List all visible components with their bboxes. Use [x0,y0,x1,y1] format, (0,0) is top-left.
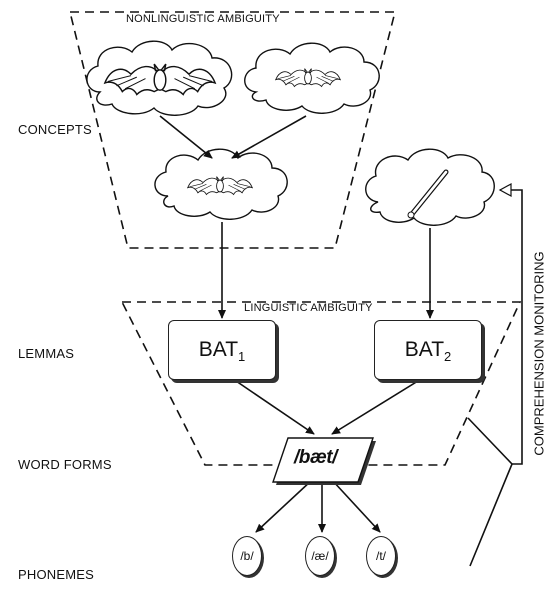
linguistic-ambiguity-region [120,301,522,466]
nonlinguistic-ambiguity-region [68,11,397,249]
arrow-lemma2-to-wordform [331,380,419,435]
phoneme-t-label: /t/ [375,549,386,563]
phoneme-b-label: /b/ [240,549,254,563]
concept-cloud-baseball-bat [365,148,495,226]
word-form-shape [272,437,374,483]
phoneme-b: /b/ [232,536,262,576]
comprehension-monitoring-label: COMPREHENSION MONITORING [531,251,547,456]
phoneme-ae-label: /æ/ [311,549,329,563]
arrow-lemma1-to-wordform [235,380,315,435]
lemma-1-index: 1 [238,348,246,364]
lemma-2-base: BAT [404,338,445,361]
concept-cloud-bat-large [86,40,233,116]
arrow-cloud1-to-cloud3 [159,115,213,159]
level-label-concepts: CONCEPTS [18,122,92,137]
arrow-wordform-to-b [255,479,313,533]
linguistic-ambiguity-label: LINGUISTIC AMBIGUITY [244,302,373,314]
level-label-word-forms: WORD FORMS [18,457,112,472]
monitoring-bracket [467,417,513,567]
phoneme-ae: /æ/ [305,536,335,576]
feedback-line [500,190,523,465]
phoneme-t: /t/ [366,536,396,576]
level-label-lemmas: LEMMAS [18,346,75,361]
lemma-2-index: 2 [444,348,452,364]
word-form-label: /bæt/ [294,447,337,468]
baseball-bat-drawing [407,169,449,219]
concept-cloud-bat-small [244,42,380,114]
nonlinguistic-ambiguity-label: NONLINGUISTIC AMBIGUITY [126,13,280,25]
level-label-phonemes: PHONEMES [18,567,95,582]
lemma-1-base: BAT [198,338,239,361]
arrow-cloud2-to-cloud3 [231,115,307,159]
concept-cloud-bat-merged [154,148,288,220]
arrow-wordform-to-t [331,479,381,533]
